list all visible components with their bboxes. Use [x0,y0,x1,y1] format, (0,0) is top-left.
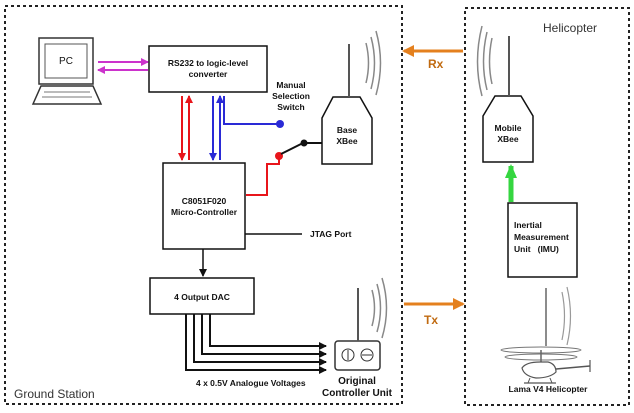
imu-line1: Inertial [514,220,542,230]
ground-station-label: Ground Station [14,387,95,401]
jtag-label: JTAG Port [310,229,352,239]
rs232-label-line2: converter [189,69,228,79]
switch-blue-contact [276,120,284,128]
base-antenna-icon [349,31,381,97]
base-xbee-line1: Base [337,125,358,135]
helicopter-label: Helicopter [543,21,597,35]
controller-unit-icon [335,278,387,370]
switch-red-wire [246,157,279,195]
mcu-line1: C8051F020 [182,196,227,206]
helicopter-model-label: Lama V4 Helicopter [509,384,589,394]
imu-line2: Measurement [514,232,569,242]
helicopter-icon [501,287,590,383]
mobile-antenna-icon [478,26,510,96]
controller-line2: Controller Unit [322,388,393,399]
mcu-line2: Micro-Controller [171,207,238,217]
tx-label: Tx [424,313,438,327]
imu-line3: Unit (IMU) [514,244,559,254]
pc-icon [33,38,101,104]
dac-label: 4 Output DAC [174,292,230,302]
mobile-xbee-line1: Mobile [495,123,522,133]
switch-label-line2: Selection [272,91,310,101]
voltages-label: 4 x 0.5V Analogue Voltages [196,378,306,388]
switch-label-line3: Switch [277,102,304,112]
switch-blue-wire [224,96,277,124]
controller-line1: Original [338,376,376,387]
rx-label: Rx [428,57,444,71]
mobile-xbee-line2: XBee [497,134,519,144]
dac-output-line-1 [210,314,326,346]
switch-lever [281,143,303,154]
base-xbee-line2: XBee [336,136,358,146]
dac-output-line-2 [202,314,326,354]
microcontroller-box [163,163,245,249]
rs232-label-line1: RS232 to logic-level [168,58,248,68]
switch-label-line1: Manual [276,80,305,90]
pc-label: PC [59,56,73,67]
